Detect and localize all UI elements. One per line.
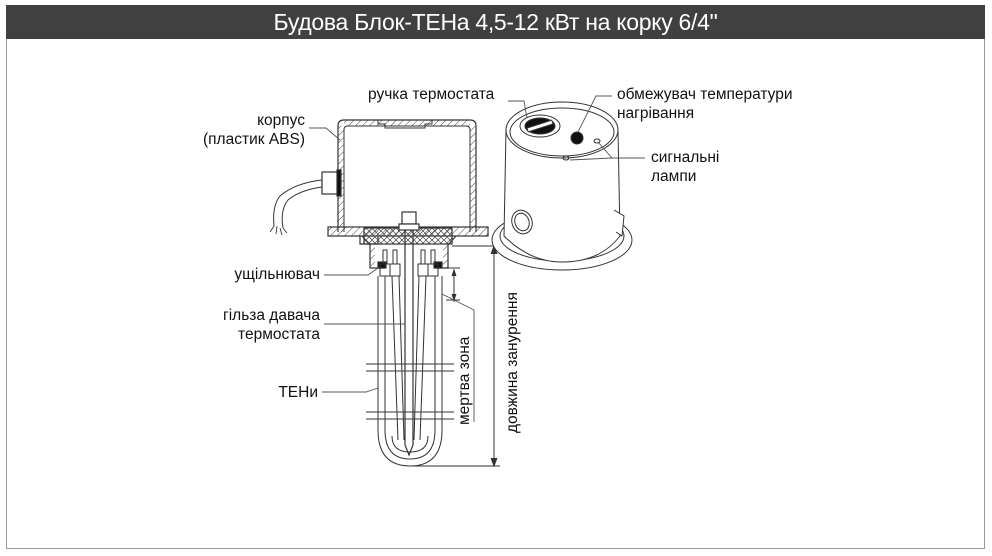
cable-entry-hole (511, 209, 533, 235)
label-sensor-sleeve-line1: гільза давача (223, 307, 320, 324)
label-temperature-limiter-line1: обмежувач температури (617, 86, 793, 103)
leader-housing (309, 127, 341, 141)
leader-heating-elements (322, 387, 379, 393)
label-housing-line2: (пластик ABS) (203, 131, 305, 148)
label-immersion-length: довжина занурення (504, 292, 521, 433)
leader-lines (309, 95, 645, 422)
label-housing: корпус (пластик ABS) (190, 111, 305, 149)
signal-lamp-2 (562, 155, 570, 161)
knob-recess (377, 120, 433, 129)
label-signal-lamps: сигнальні лампи (651, 148, 719, 186)
seal-left (377, 261, 387, 269)
label-sensor-sleeve: гільза давача термостата (190, 306, 320, 344)
label-heating-elements: ТЕНи (278, 384, 318, 401)
label-temperature-limiter-line2: нагрівання (617, 105, 695, 122)
label-seal: ущільнювач (234, 266, 320, 283)
temperature-limiter-button (570, 131, 584, 145)
housing-3d-view (491, 101, 633, 271)
diagram-title: Будова Блок-ТЕНа 4,5-12 кВт на корку 6/4… (6, 5, 985, 39)
leader-knob (508, 100, 528, 119)
housing-section (269, 119, 500, 468)
housing-body (503, 129, 621, 263)
immersion-length-dimension (412, 244, 500, 468)
label-sensor-sleeve-line2: термостата (238, 326, 320, 343)
heating-element-tubes (377, 275, 443, 467)
leader-seal (324, 267, 379, 276)
label-temperature-limiter: обмежувач температури нагрівання (617, 85, 793, 123)
leader-dead-zone (441, 293, 475, 422)
cable (273, 179, 323, 229)
signal-lamp-1 (593, 138, 601, 144)
leader-limiter (577, 95, 612, 133)
label-housing-line1: корпус (257, 112, 305, 129)
label-thermostat-knob: ручка термостата (368, 86, 495, 103)
label-dead-zone: мертва зона (456, 336, 473, 425)
label-signal-lamps-line2: лампи (651, 168, 697, 185)
label-signal-lamps-line1: сигнальні (651, 149, 720, 166)
terminal-pins (379, 249, 439, 277)
cable-gland (321, 171, 339, 195)
center-bolt-nut (401, 211, 417, 225)
spacer-plates (366, 363, 454, 420)
